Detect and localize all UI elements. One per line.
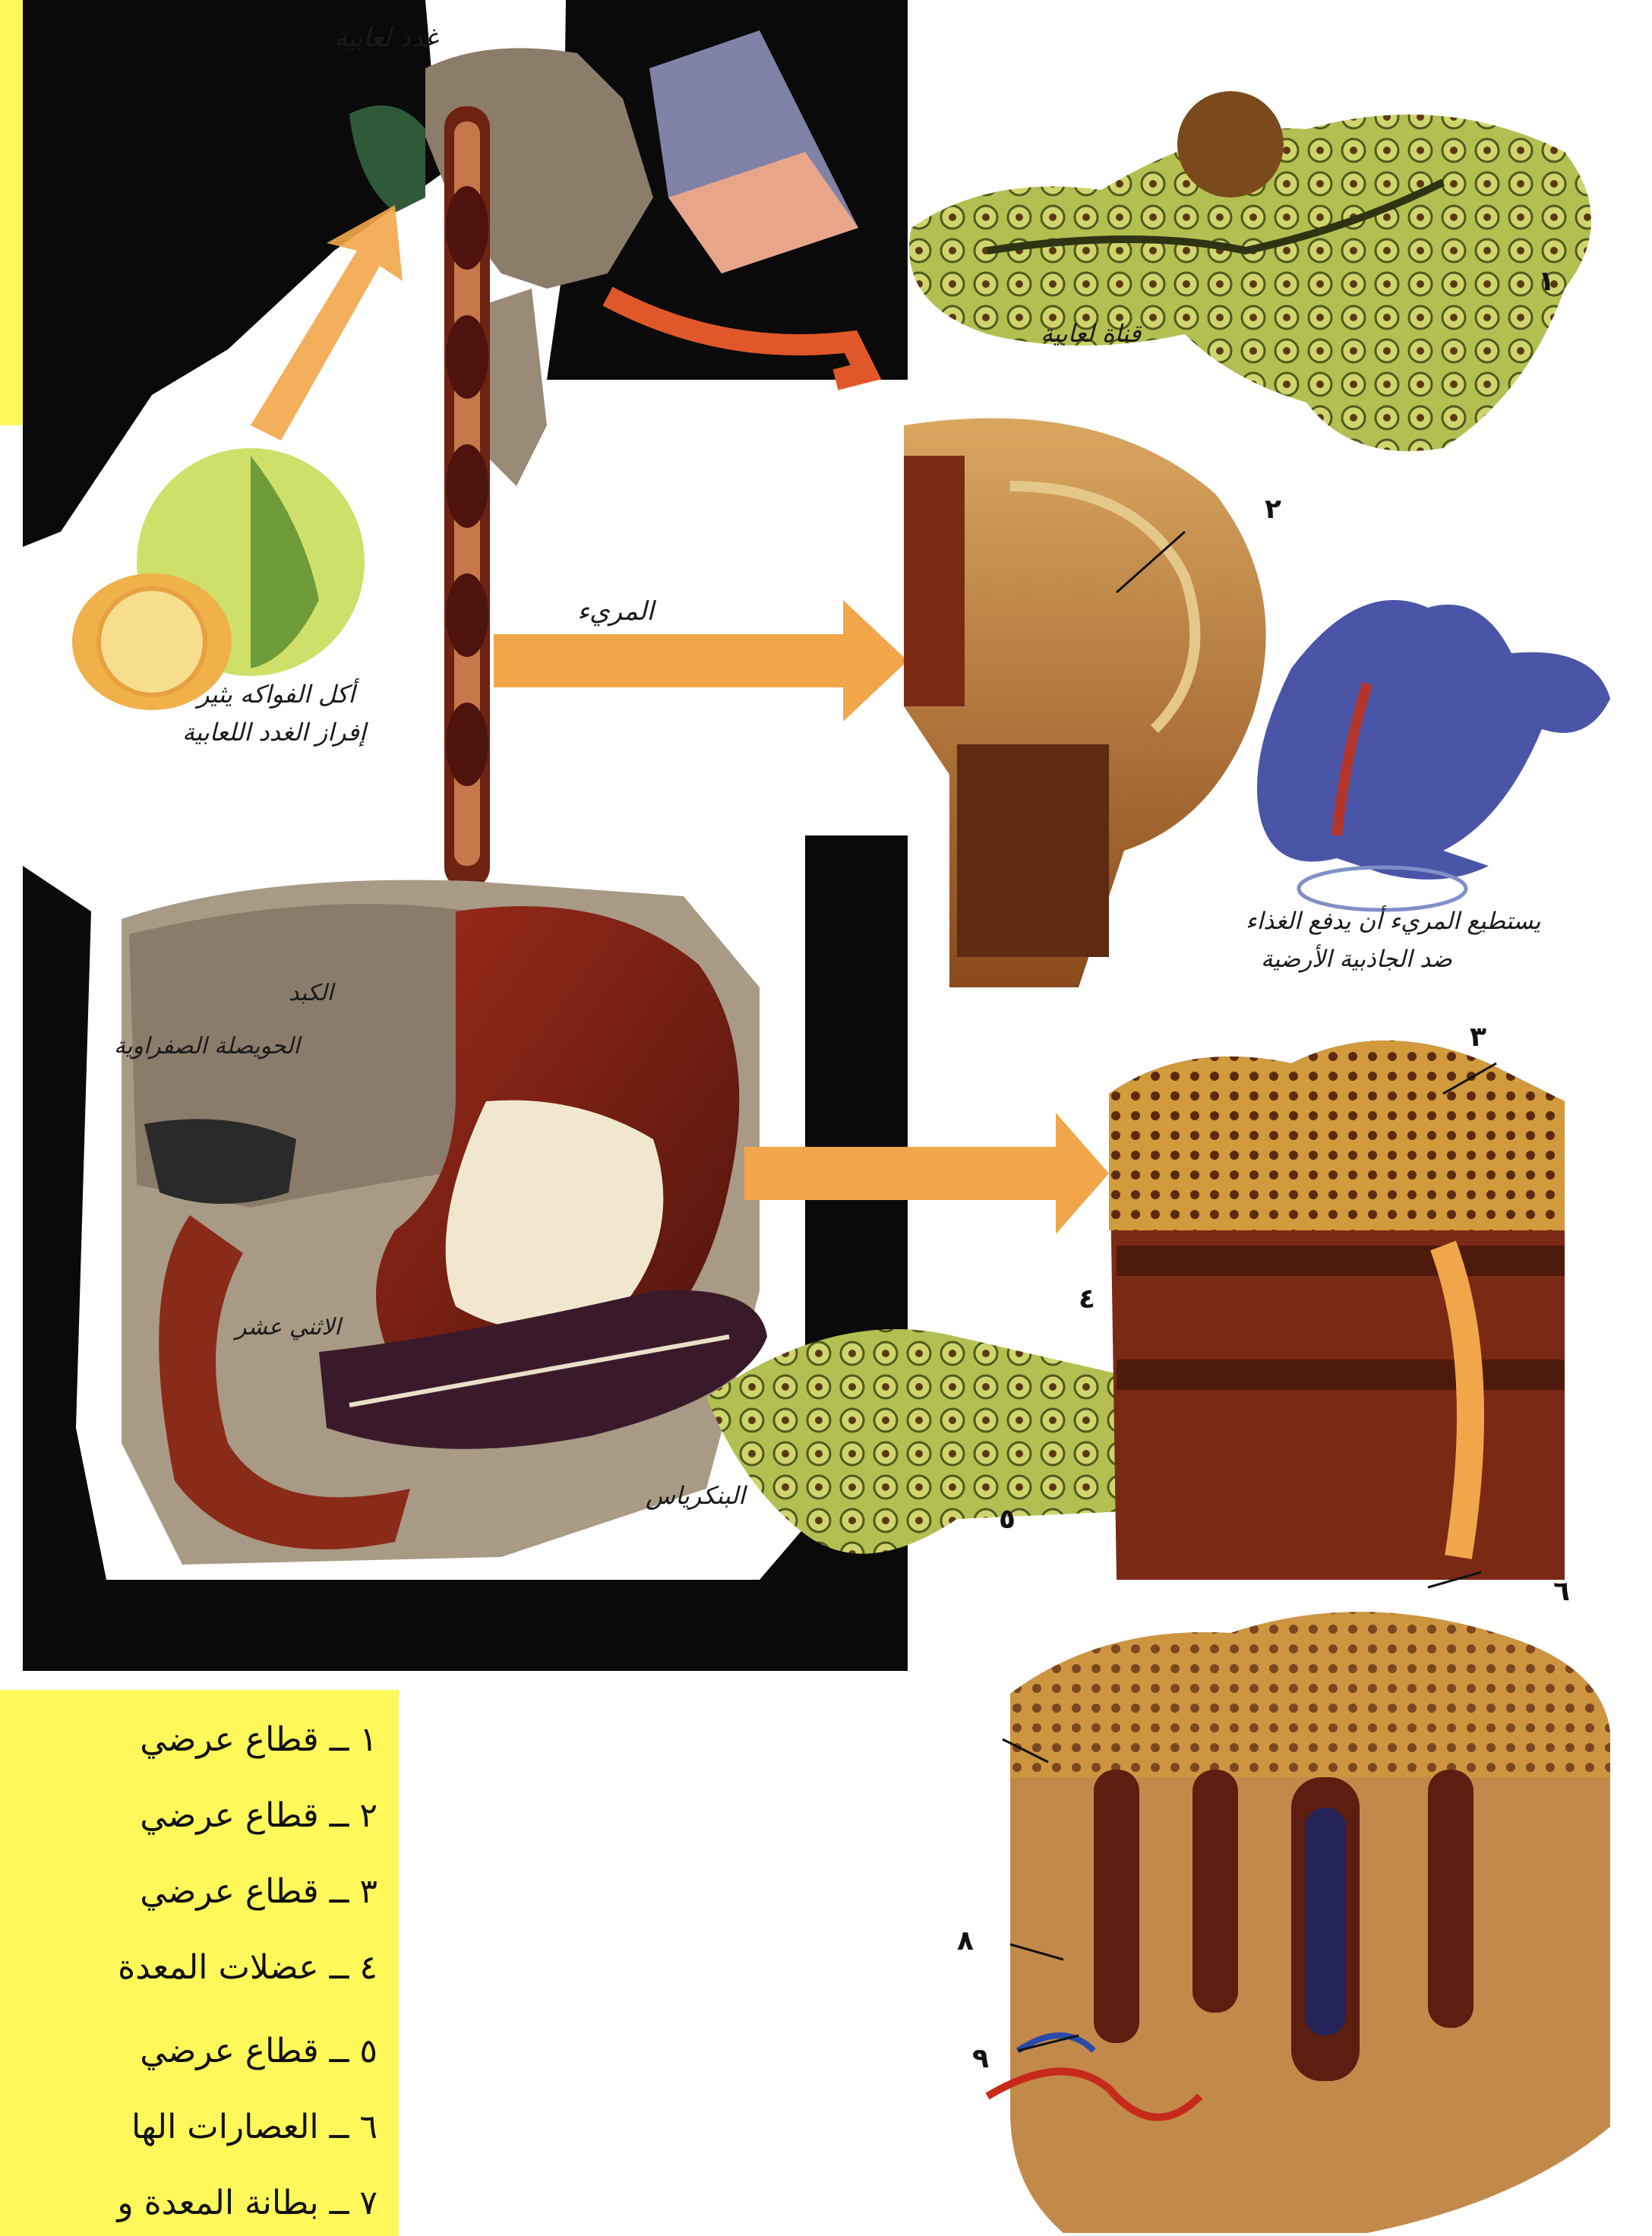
figure-number-9: ٩ <box>972 2043 989 2074</box>
stomach-contents <box>446 1101 664 1329</box>
legend-item-6: ٦ ــ العصارات الها <box>0 2108 377 2146</box>
figure-number-2: ٢ <box>1265 494 1281 525</box>
fruit-caption-line1: أكل الفواكه يثير <box>197 680 355 709</box>
arrow-esophagus-to-section <box>494 600 908 722</box>
gallbladder-shape <box>144 1119 296 1204</box>
figure-number-3: ٣ <box>1470 1022 1486 1053</box>
salivary-glands-label: غدد لعابية <box>334 23 438 53</box>
figure-number-8: ٨ <box>957 1925 974 1956</box>
gland-acinus <box>1177 91 1284 197</box>
crawling-figure-icon <box>1257 600 1610 880</box>
gallbladder-label: الحويصلة الصفراوية <box>114 1033 300 1060</box>
esophagus-caption-line1: يستطيع المريء أن يدفع الغذاء <box>1246 908 1540 935</box>
figure-number-6: ٦ <box>1553 1576 1570 1607</box>
legend-item-3: ٣ ــ قطاع عرضي <box>0 1872 377 1911</box>
yellow-margin-strip <box>0 0 23 425</box>
esophagus-caption-line2: ضد الجاذبية الأرضية <box>1261 946 1452 973</box>
pancreas-label: البنكرياس <box>646 1481 745 1510</box>
figure-number-5: ٥ <box>999 1504 1016 1535</box>
neck-shape <box>486 289 547 486</box>
legend-item-5: ٥ ــ قطاع عرضي <box>0 2032 377 2070</box>
figure-number-1: ١ <box>1538 266 1555 297</box>
esophagus-label: المريء <box>577 596 654 627</box>
legend-item-4: ٤ ــ عضلات المعدة <box>0 1948 377 1987</box>
salivary-duct-label: قناة لعابية <box>1041 319 1141 348</box>
legend-item-2: ٢ ــ قطاع عرضي <box>0 1796 377 1835</box>
liver-label: الكبد <box>289 980 333 1006</box>
figure-number-4: ٤ <box>1079 1284 1095 1315</box>
duodenum-label: الاثني عشر <box>235 1314 341 1341</box>
legend-item-1: ١ ــ قطاع عرضي <box>0 1720 377 1759</box>
pancreas-section <box>706 1329 1164 1554</box>
arrow-stomach-to-wall <box>744 1113 1109 1234</box>
esophagus-tube <box>444 106 490 889</box>
legend-item-7: ٧ ــ بطانة المعدة و <box>0 2184 377 2222</box>
legend-panel: ١ ــ قطاع عرضي ٢ ــ قطاع عرضي ٣ ــ قطاع … <box>0 1690 399 2236</box>
fruit-caption-line2: إفراز الغدد اللعابية <box>182 718 366 747</box>
